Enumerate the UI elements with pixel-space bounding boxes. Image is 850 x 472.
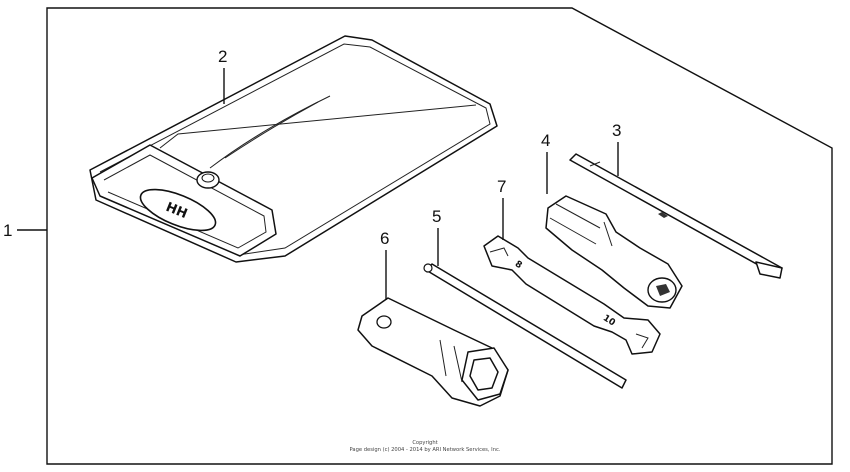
callout-7: 7: [497, 177, 506, 196]
copyright-line-1: Copyright: [412, 440, 437, 446]
callout-3: 3: [612, 121, 621, 140]
copyright-line-2: Page design (c) 2004 - 2014 by ARI Netwo…: [350, 447, 501, 453]
callout-6: 6: [380, 229, 389, 248]
open-end-wrench: 8 10: [483, 235, 661, 355]
callout-1: 1: [3, 221, 12, 240]
screwdriver-blade: [569, 153, 783, 279]
callout-2: 2: [218, 47, 227, 66]
callout-4: 4: [541, 131, 550, 150]
diagram-border: [46, 7, 833, 465]
pouch-logo-oval: [139, 188, 217, 232]
tool-pouch: HH: [89, 35, 498, 263]
screwdriver-handle: [545, 195, 683, 309]
callout-5: 5: [432, 207, 441, 226]
wrench-mark-small: 8: [513, 259, 524, 271]
tommy-bar: [423, 263, 627, 389]
plug-wrench: [357, 297, 509, 407]
